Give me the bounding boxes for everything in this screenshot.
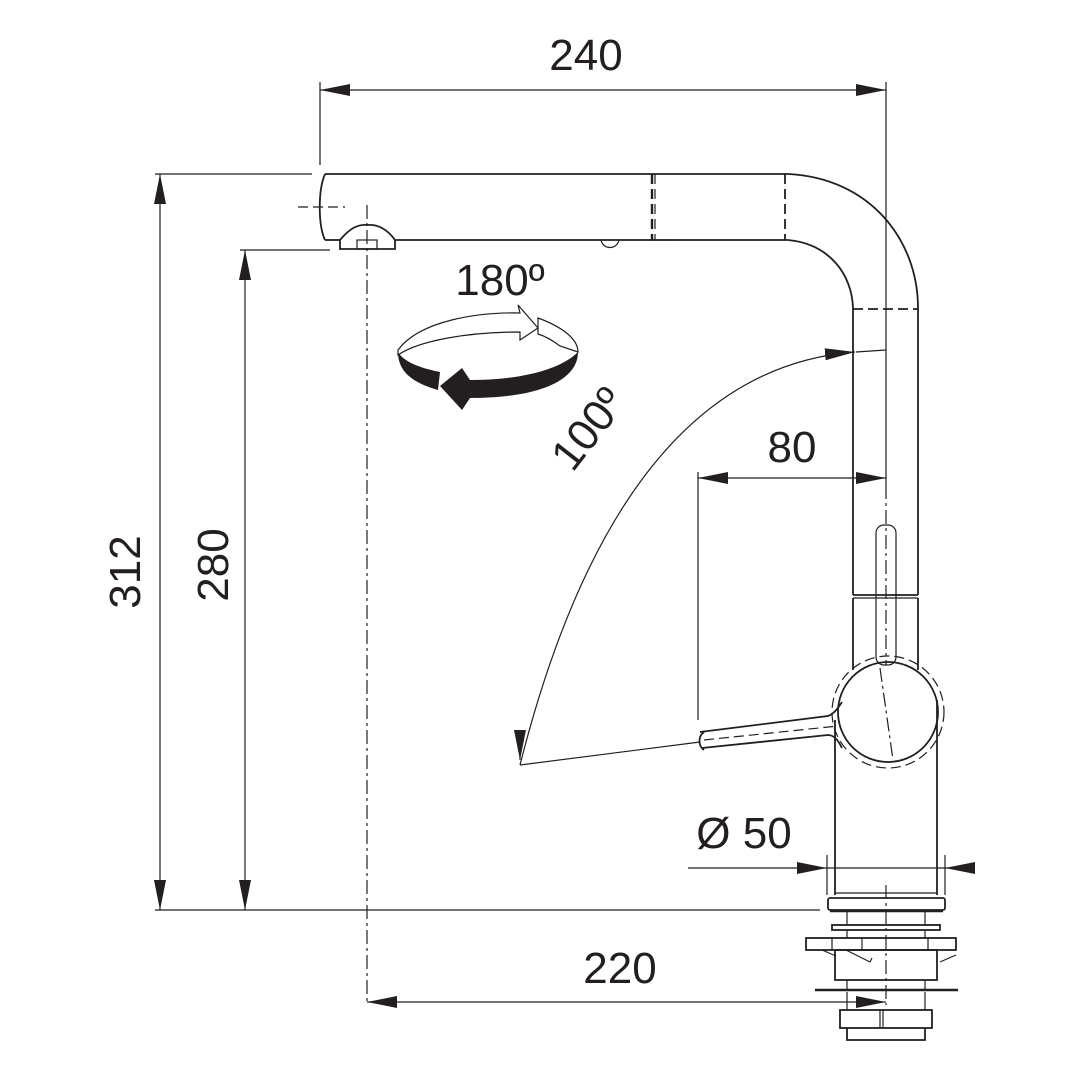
dimension-label-80: 80: [768, 423, 817, 472]
lever-hub: [831, 655, 945, 769]
dimension-100-degree-arc: 100º: [514, 348, 887, 766]
dimension-label-240: 240: [549, 31, 622, 80]
faucet-column: [834, 485, 938, 895]
dimension-diameter-50: Ø 50: [688, 809, 975, 895]
swivel-angle-label: 180º: [455, 256, 544, 305]
dimension-label-diameter: Ø 50: [696, 809, 791, 858]
faucet-body: [298, 173, 958, 1041]
spout-head: [298, 173, 673, 250]
dimension-80: 80: [697, 423, 886, 720]
dimension-312: 312: [101, 173, 820, 911]
spout-tube: [655, 173, 919, 599]
dimension-label-220: 220: [583, 944, 656, 993]
dimension-label-100: 100º: [542, 379, 636, 480]
dimension-240: 240: [319, 31, 887, 485]
dimension-label-312: 312: [101, 535, 150, 608]
lever-handle: [698, 701, 843, 751]
faucet-base-mount: [805, 885, 958, 1041]
rotation-arrow-icon: 180º: [397, 256, 579, 410]
dimension-280: 280: [189, 249, 330, 910]
dimension-220: 220: [366, 205, 886, 1008]
dimension-label-280: 280: [189, 528, 238, 601]
